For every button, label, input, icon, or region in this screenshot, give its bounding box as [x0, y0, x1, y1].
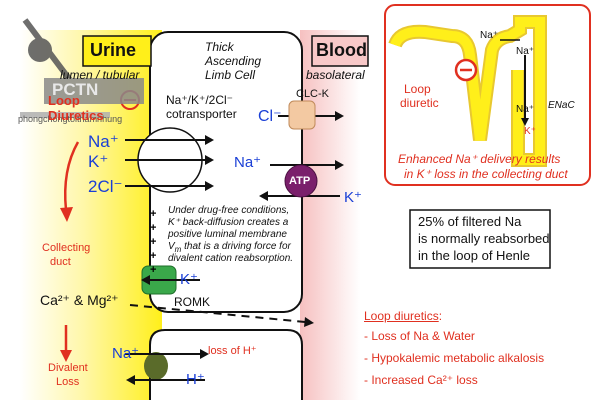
cell-title-3: Limb Cell: [205, 68, 256, 82]
effects-item: - Loss of Na & Water: [364, 329, 475, 343]
loop-diuretics-label-2: Diuretics: [48, 108, 104, 123]
inset-k-label: K⁺: [524, 126, 536, 137]
blood-box: [311, 35, 369, 67]
nhe-exchanger: [144, 352, 168, 380]
k-ion-romk: K⁺: [180, 271, 198, 288]
inset-loop-diuretic-1: Loop: [404, 82, 431, 96]
atp-label: ATP: [289, 175, 311, 187]
inset-enac-label: ENaC: [548, 100, 575, 111]
watermark-logo: [20, 18, 144, 118]
inset-caption-2: in K⁺ loss in the collecting duct: [404, 167, 568, 181]
romk-label: ROMK: [174, 295, 210, 309]
cotransporter-label-2: cotransporter: [166, 107, 237, 121]
collecting-duct-label-2: duct: [50, 256, 71, 268]
under-text-5: divalent cation reabsorption.: [168, 253, 294, 264]
paracellular-arrow: [129, 304, 306, 323]
effects-title: Loop diuretics:: [364, 309, 443, 323]
clck-label: CLC-K: [296, 88, 330, 100]
ca-mg-label: Ca²⁺ & Mg²⁺: [40, 292, 119, 308]
k-ion-blood: K⁺: [344, 189, 362, 206]
inset-na-mid: Na⁺: [516, 104, 535, 115]
cotransporter-label-1: Na⁺/K⁺/2Cl⁻: [166, 93, 234, 107]
blood-label: Blood: [316, 40, 367, 60]
cell-title-2: Ascending: [205, 54, 262, 68]
under-text-4: Vm that is a driving force for: [168, 241, 291, 254]
under-text-3: positive luminal membrane: [168, 229, 287, 240]
loop-diuretics-label-1: Loop: [48, 93, 80, 108]
k-ion-lumen: K⁺: [88, 152, 109, 171]
basolateral-label: basolateral: [306, 68, 365, 82]
plus-sign: +: [150, 222, 157, 234]
red-arrow-1: [63, 141, 80, 211]
blood-region: [300, 30, 360, 400]
collecting-duct-label-1: Collecting: [42, 242, 91, 254]
urine-box: [82, 35, 152, 67]
loss-h-label: loss of H⁺: [208, 345, 257, 357]
urine-label: Urine: [90, 40, 137, 60]
inset-na-right: Na⁺: [516, 46, 535, 57]
info-box: [409, 209, 551, 269]
under-text-2: K⁺ back-diffusion creates a: [168, 217, 289, 228]
cl-ion-lumen: 2Cl⁻: [88, 177, 123, 196]
clck-channel: [288, 100, 316, 130]
na-ion-bottom: Na⁺: [112, 345, 140, 362]
plus-sign: +: [150, 236, 157, 248]
divalent-loss-label-1: Divalent: [48, 362, 88, 374]
effects-item: - Hypokalemic metabolic alkalosis: [364, 351, 545, 365]
info-line-2: is normally reabsorbed: [418, 231, 550, 246]
inset-na-top: Na⁺: [480, 30, 499, 41]
lower-cell: [149, 329, 303, 400]
info-line-3: in the loop of Henle: [418, 248, 531, 263]
inset-loop-diuretic-2: diuretic: [400, 96, 439, 110]
info-line-1: 25% of filtered Na: [418, 214, 522, 229]
plus-sign: +: [150, 250, 157, 262]
atp-pump: [284, 164, 318, 198]
cl-ion-label: Cl⁻: [258, 108, 282, 125]
under-text-1: Under drug-free conditions,: [168, 205, 290, 216]
divalent-loss-label-2: Loss: [56, 376, 80, 388]
lumen-label: lumen / tubular: [60, 68, 140, 82]
watermark-site: phongchongtoithamnhung: [18, 114, 123, 124]
plus-sign: +: [150, 208, 157, 220]
watermark-logo-text: PCTN: [52, 80, 99, 99]
inset-caption-1: Enhanced Na⁺ delivery results: [398, 152, 561, 166]
na-ion-lumen: Na⁺: [88, 132, 119, 151]
h-ion-bottom: H⁺: [186, 371, 205, 388]
na-ion-cell: Na⁺: [234, 154, 262, 171]
effects-item: - Increased Ca²⁺ loss: [364, 373, 478, 387]
cell-title-1: Thick: [205, 40, 234, 54]
plus-sign: +: [150, 264, 157, 276]
